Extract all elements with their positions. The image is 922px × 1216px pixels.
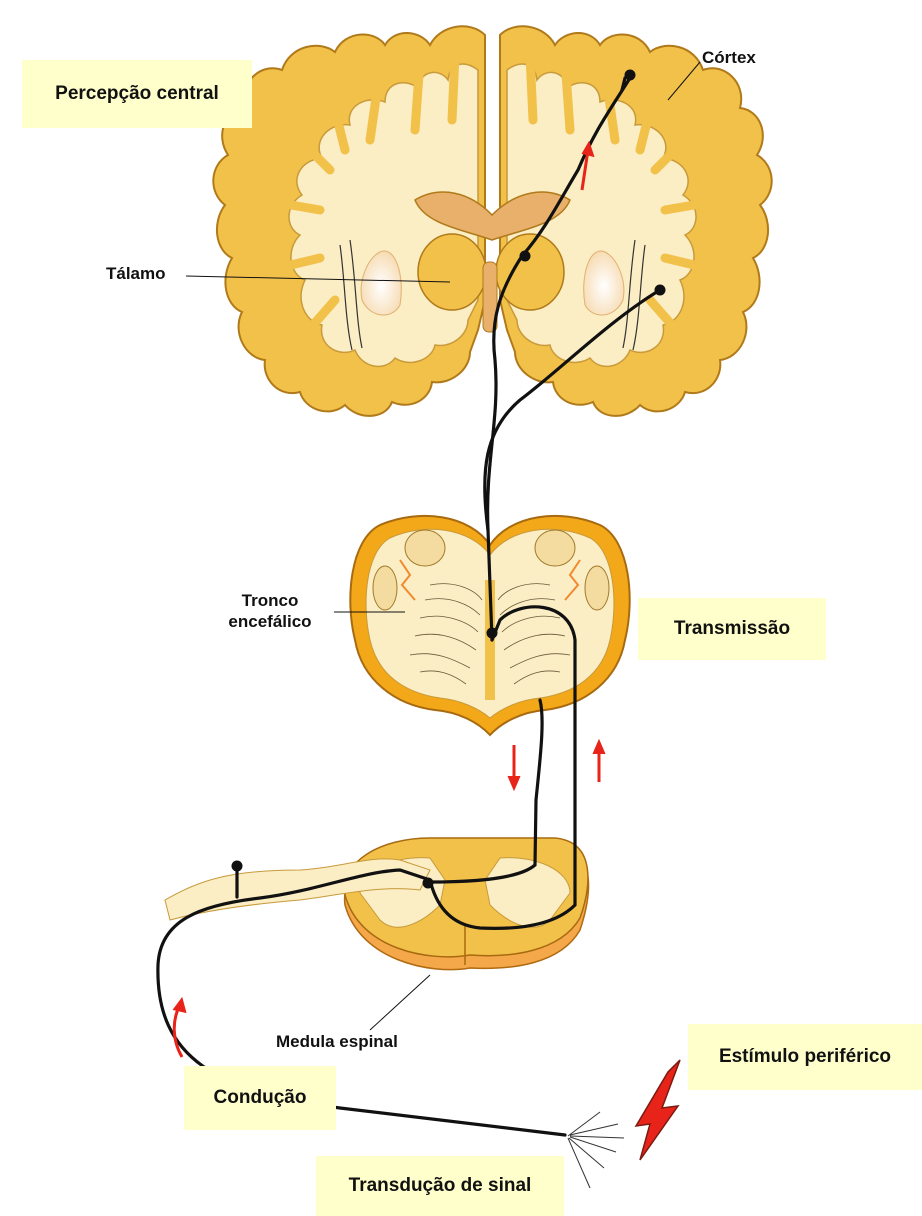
stage-peripheral-stimulus: Estímulo periférico [688,1024,922,1090]
stage-conduction: Condução [184,1066,336,1130]
stage-central-perception: Percepção central [22,60,252,128]
stage-conduction-label: Condução [214,1087,307,1109]
label-brainstem-line2: encefálico [210,611,330,632]
label-brainstem: Tronco encefálico [210,590,330,632]
brain-section [213,26,771,416]
label-cortex: Córtex [702,48,756,68]
label-spinal-cord: Medula espinal [276,1032,398,1052]
label-brainstem-line1: Tronco [210,590,330,611]
spinal-cord-leader [370,975,430,1030]
stage-peripheral-stimulus-label: Estímulo periférico [719,1046,891,1068]
arrow-conduction-up [174,1005,182,1057]
stage-central-perception-label: Percepção central [55,83,219,105]
stage-transmission-label: Transmissão [674,618,790,640]
nerve-ending-rays [568,1112,624,1188]
stimulus-bolt [636,1060,680,1160]
label-thalamus: Tálamo [106,264,166,284]
thalamus-left-shape [418,234,486,310]
stage-signal-transduction: Transdução de sinal [316,1156,564,1216]
stage-transmission: Transmissão [638,598,826,660]
stage-signal-transduction-label: Transdução de sinal [349,1175,532,1197]
